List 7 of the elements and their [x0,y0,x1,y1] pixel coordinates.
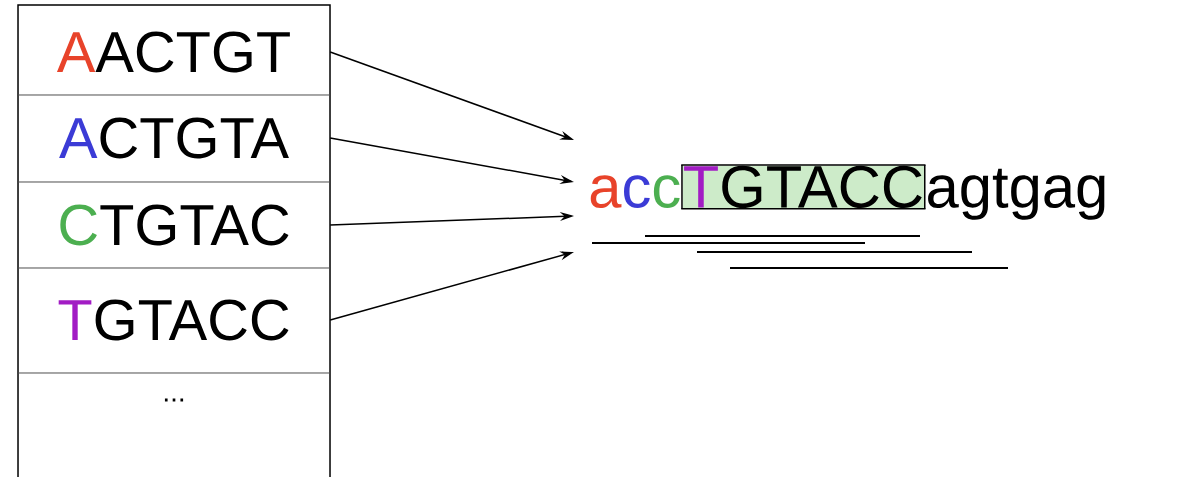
table-row: AACTGT [56,31,290,73]
sequence-text: accTGTACCagtgag [590,164,1105,220]
table-row: ... [164,398,184,402]
table-frame [17,4,331,477]
table-row: ACTGTA [59,117,289,159]
table-row: TGTACC [58,299,289,341]
table-row: CTGTAC [60,204,289,246]
